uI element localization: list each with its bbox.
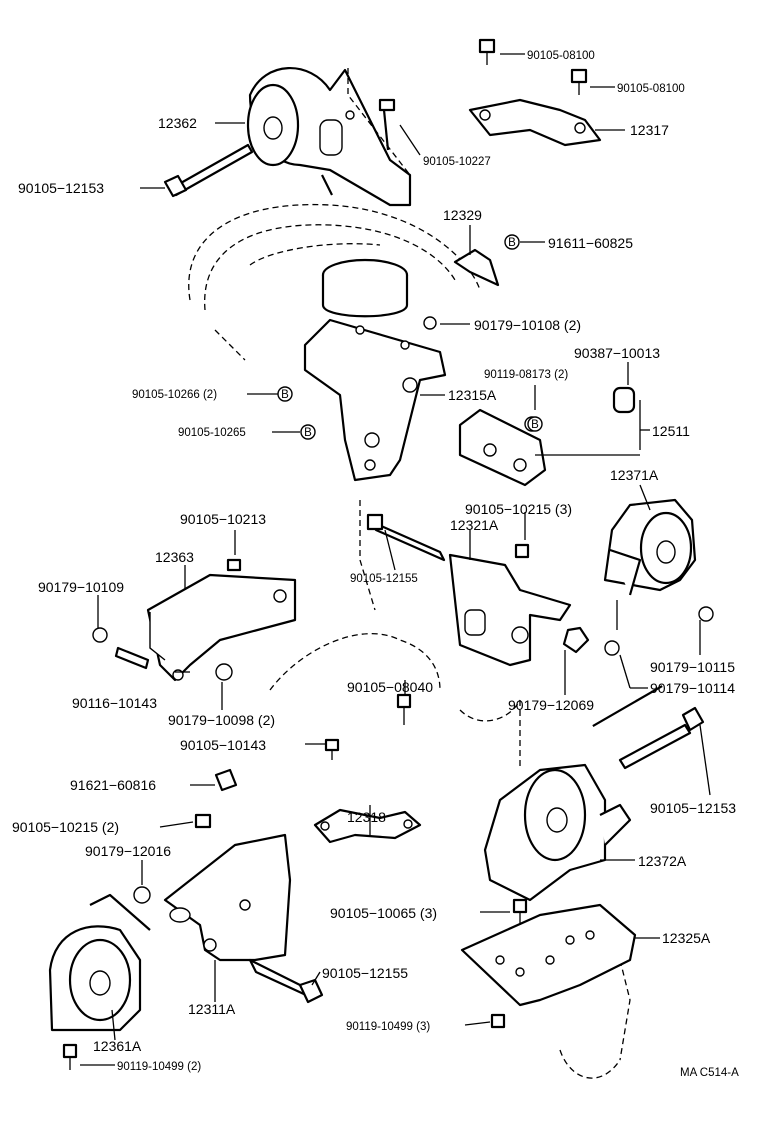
svg-text:B: B	[508, 237, 516, 249]
svg-text:B: B	[281, 389, 289, 401]
label-90105-12155-low: 90105−12155	[322, 965, 408, 981]
label-90179-10098: 90179−10098 (2)	[168, 712, 275, 728]
engine-mount-12362	[246, 67, 412, 207]
marker-b-08173: B	[527, 416, 543, 432]
label-90387-10013: 90387−10013	[574, 345, 660, 361]
label-12362: 12362	[158, 115, 197, 131]
label-90179-10114: 90179−10114	[650, 680, 735, 696]
mount-12361A	[48, 893, 151, 1070]
bracket-12325A	[460, 898, 637, 1029]
svg-text:B: B	[531, 419, 539, 431]
bracket-12321A	[366, 513, 590, 667]
label-90105-10143: 90105−10143	[180, 737, 266, 753]
marker-b-10266: B	[277, 386, 293, 402]
label-90119-08173: 90119-08173 (2)	[484, 369, 568, 381]
label-90105-08100-a: 90105-08100	[527, 50, 595, 62]
label-90105-10213: 90105−10213	[180, 511, 266, 527]
label-91621-60816: 91621−60816	[70, 777, 156, 793]
label-90179-12069: 90179−12069	[508, 697, 594, 713]
label-90179-10115: 90179−10115	[650, 659, 735, 675]
bolt-90105-10227	[378, 98, 396, 151]
label-12318: 12318	[347, 809, 386, 825]
label-12321A: 12321A	[450, 517, 499, 533]
figure-code: MA C514-A	[680, 1067, 739, 1079]
label-12511: 12511	[652, 423, 690, 439]
bracket-12363	[92, 558, 297, 682]
label-90179-12016: 90179−12016	[85, 843, 171, 859]
bolt-90105-12153-top	[163, 143, 254, 198]
label-90179-10109: 90179−10109	[38, 579, 124, 595]
label-90119-10499-2: 90119-10499 (2)	[117, 1061, 201, 1073]
label-12311A: 12311A	[188, 1001, 236, 1017]
bracket-12317	[468, 38, 602, 147]
label-91611-60825: 91611−60825	[548, 235, 633, 251]
mount-12371A	[603, 498, 714, 656]
label-90105-10227: 90105-10227	[423, 156, 491, 168]
label-90105-10215-2: 90105−10215 (2)	[12, 819, 119, 835]
label-12372A: 12372A	[638, 853, 687, 869]
bracket-12311A	[133, 768, 324, 1004]
label-12317: 12317	[630, 122, 669, 138]
label-90119-10499-3: 90119-10499 (3)	[346, 1021, 430, 1033]
mount-12372A	[483, 685, 705, 902]
label-90105-10215-3: 90105−10215 (3)	[465, 501, 572, 517]
label-90105-10265: 90105-10265	[178, 427, 246, 439]
label-12361A: 12361A	[93, 1038, 142, 1054]
leader-lines	[80, 53, 711, 1066]
mount-bracket-12315A	[303, 258, 447, 482]
label-12363: 12363	[155, 549, 194, 565]
label-12325A: 12325A	[662, 930, 711, 946]
label-90105-08100-b: 90105-08100	[617, 83, 685, 95]
svg-text:B: B	[304, 427, 312, 439]
label-90105-12153-top: 90105−12153	[18, 180, 104, 196]
label-90105-12153-right: 90105−12153	[650, 800, 736, 816]
bracket-12318	[313, 693, 422, 844]
label-12329: 12329	[443, 207, 482, 223]
label-90179-10108: 90179−10108 (2)	[474, 317, 581, 333]
label-12315A: 12315A	[448, 387, 497, 403]
part-labels: 12362 90105−12153 90105-08100 90105-0810…	[12, 50, 739, 1079]
label-90105-10065: 90105−10065 (3)	[330, 905, 437, 921]
label-90116-10143: 90116−10143	[72, 695, 157, 711]
label-12371A: 12371A	[610, 467, 659, 483]
marker-b-60825: B	[504, 234, 520, 250]
marker-b-10265: B	[300, 424, 316, 440]
engine-outline	[188, 203, 631, 1079]
label-90105-10266: 90105-10266 (2)	[132, 389, 217, 401]
label-90105-08040: 90105−08040	[347, 679, 433, 695]
label-90105-12155-mid: 90105-12155	[350, 573, 418, 585]
